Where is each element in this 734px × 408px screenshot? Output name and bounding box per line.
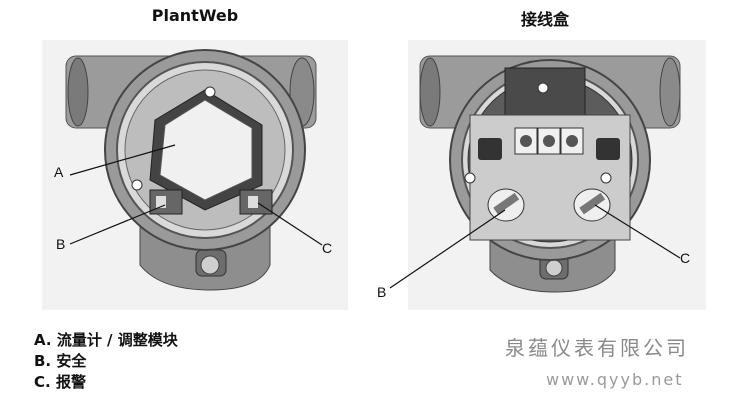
watermark-company: 泉蕴仪表有限公司 [505, 336, 689, 360]
watermark-url: www.qyyb.net [546, 370, 684, 389]
junction-box-title: 接线盒 [520, 10, 569, 29]
legend-key: C. [34, 373, 51, 391]
junction-box-illustration [389, 55, 681, 293]
plantweb-title: PlantWeb [151, 6, 239, 25]
callout-b-right: B [377, 284, 387, 300]
callout-c-right: C [680, 250, 691, 266]
legend-text: 报警 [55, 373, 86, 391]
legend-item: C. 报警 [34, 372, 178, 393]
legend-key: A. [34, 331, 52, 349]
plantweb-housing-illustration [65, 49, 323, 291]
callout-b-left: B [56, 236, 66, 252]
callout-c-left: C [322, 240, 333, 256]
legend: A. 流量计 / 调整模块 B. 安全 C. 报警 [34, 330, 178, 393]
legend-item: B. 安全 [34, 351, 178, 372]
legend-key: B. [34, 352, 52, 370]
callout-a-left: A [54, 164, 64, 180]
legend-text: 安全 [56, 352, 87, 370]
legend-text: 流量计 / 调整模块 [56, 331, 178, 349]
legend-item: A. 流量计 / 调整模块 [34, 330, 178, 351]
